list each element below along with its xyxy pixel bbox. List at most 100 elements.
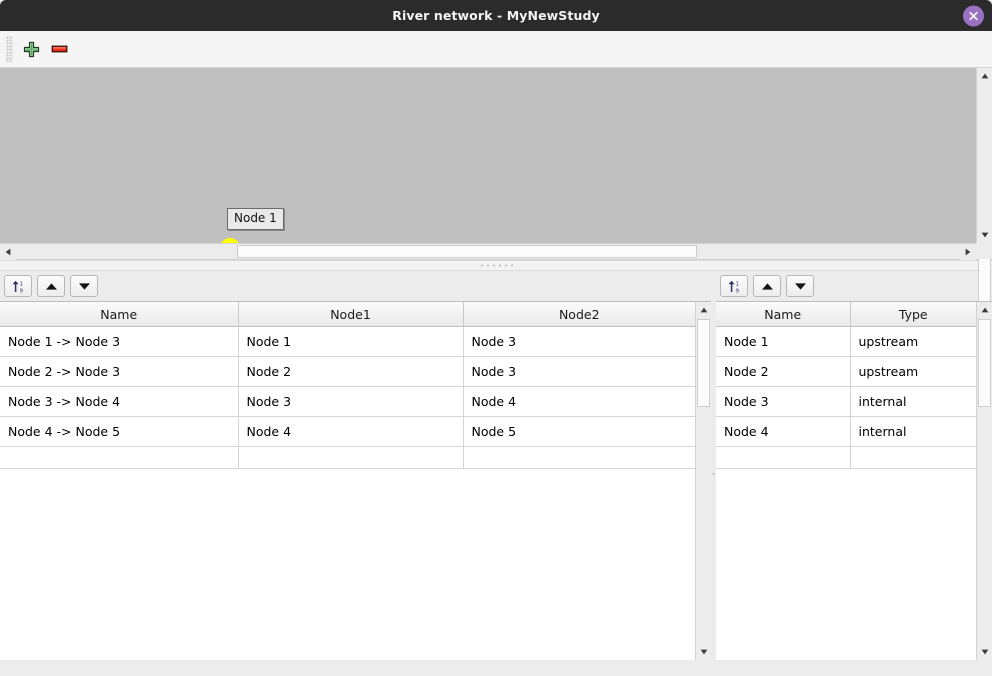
remove-node-button[interactable]	[45, 35, 73, 63]
sort-ascending-icon: 1 9	[12, 280, 22, 294]
node-table-scroll-down-button[interactable]	[977, 644, 992, 660]
graph-node-label-node-1[interactable]: Node 1	[227, 208, 284, 230]
node-table-vertical-scrollbar[interactable]	[976, 302, 992, 660]
canvas-scroll-up-button[interactable]	[977, 68, 992, 84]
toolbar-drag-handle[interactable]	[6, 36, 13, 62]
canvas-scroll-right-button[interactable]	[960, 244, 976, 261]
arrow-up-icon	[761, 283, 773, 290]
node-table-cell[interactable]: Node 3	[716, 386, 851, 417]
node-table-cell[interactable]: Node 1	[716, 326, 851, 357]
branch-table-cell[interactable]: Node 3	[463, 356, 695, 387]
node-table-row[interactable]	[716, 446, 976, 469]
node-table-cell[interactable]	[716, 446, 851, 469]
arrow-down-icon	[794, 283, 806, 290]
graph-node-node-1[interactable]	[220, 238, 240, 244]
branch-table-column-header[interactable]: Node2	[463, 302, 695, 327]
branch-table-scroll-up-button[interactable]	[696, 302, 711, 319]
sort-nodes-button[interactable]: 1 9	[720, 275, 748, 298]
node-table-cell[interactable]: internal	[850, 386, 976, 417]
branch-table-cell[interactable]	[0, 446, 239, 469]
move-branch-up-button[interactable]	[37, 275, 65, 298]
branch-table-cell[interactable]: Node 4	[463, 386, 695, 417]
green-plus-icon	[23, 41, 39, 57]
move-node-up-button[interactable]	[753, 275, 781, 298]
canvas-scrollbar-corner	[976, 243, 992, 260]
node-table-cell[interactable]: upstream	[850, 326, 976, 357]
branch-panel-footer	[0, 660, 711, 676]
branch-table-cell[interactable]: Node 2 -> Node 3	[0, 356, 239, 387]
caret-right-icon	[965, 248, 971, 256]
branch-panel-toolbar: 1 9	[0, 271, 711, 302]
node-table-scroll-thumb[interactable]	[978, 319, 991, 408]
canvas-horizontal-scrollbar[interactable]	[0, 243, 976, 261]
move-branch-down-button[interactable]	[70, 275, 98, 298]
branch-table-cell[interactable]: Node 4 -> Node 5	[0, 416, 239, 447]
branch-table-cell[interactable]: Node 3	[463, 326, 695, 357]
move-node-down-button[interactable]	[786, 275, 814, 298]
canvas-vertical-scrollbar[interactable]	[976, 68, 992, 313]
svg-text:9: 9	[735, 288, 738, 294]
node-table-scroll-up-button[interactable]	[977, 302, 992, 319]
node-table-cell[interactable]: Node 4	[716, 416, 851, 447]
red-minus-icon	[51, 45, 67, 53]
node-panel-toolbar: 1 9	[716, 271, 992, 302]
branch-table-cell[interactable]: Node 4	[238, 416, 464, 447]
canvas-scroll-down-button[interactable]	[977, 227, 992, 244]
branch-table-cell[interactable]	[463, 446, 695, 469]
canvas-scroll-left-button[interactable]	[0, 244, 16, 261]
svg-text:1: 1	[19, 281, 22, 287]
horizontal-splitter[interactable]	[0, 260, 992, 272]
branch-table-vertical-scrollbar[interactable]	[695, 302, 711, 660]
branch-table-scroll-thumb[interactable]	[697, 319, 710, 408]
node-table-cell[interactable]: Node 2	[716, 356, 851, 387]
close-window-button[interactable]	[963, 5, 984, 26]
canvas-horizontal-scroll-thumb[interactable]	[237, 245, 697, 259]
node-table-column-header[interactable]: Type	[850, 302, 976, 327]
branch-table-column-header[interactable]: Name	[0, 302, 239, 327]
node-table-cell[interactable]: internal	[850, 416, 976, 447]
node-table-cell[interactable]	[850, 446, 976, 469]
branch-table-cell[interactable]	[238, 446, 464, 469]
title-bar: River network - MyNewStudy	[0, 0, 992, 31]
branch-table-cell[interactable]: Node 5	[463, 416, 695, 447]
node-table-cell[interactable]: upstream	[850, 356, 976, 387]
caret-up-icon	[981, 73, 989, 79]
caret-up-icon	[700, 307, 708, 313]
node-panel-footer	[716, 660, 992, 676]
branch-table-cell[interactable]: Node 3	[238, 386, 464, 417]
arrow-down-icon	[78, 283, 90, 290]
vertical-splitter[interactable]	[711, 271, 716, 676]
branch-table-row[interactable]	[0, 446, 695, 469]
caret-down-icon	[981, 649, 989, 655]
branch-table-cell[interactable]: Node 2	[238, 356, 464, 387]
add-node-button[interactable]	[17, 35, 45, 63]
svg-text:1: 1	[735, 281, 738, 287]
branch-table-column-header[interactable]: Node1	[238, 302, 464, 327]
branch-table-cell[interactable]: Node 1	[238, 326, 464, 357]
branch-table-scroll-down-button[interactable]	[696, 644, 711, 660]
close-icon	[969, 11, 978, 20]
branch-table-cell[interactable]: Node 1 -> Node 3	[0, 326, 239, 357]
sort-branches-button[interactable]: 1 9	[4, 275, 32, 298]
node-table-column-header[interactable]: Name	[716, 302, 851, 327]
branch-table-cell[interactable]: Node 3 -> Node 4	[0, 386, 239, 417]
